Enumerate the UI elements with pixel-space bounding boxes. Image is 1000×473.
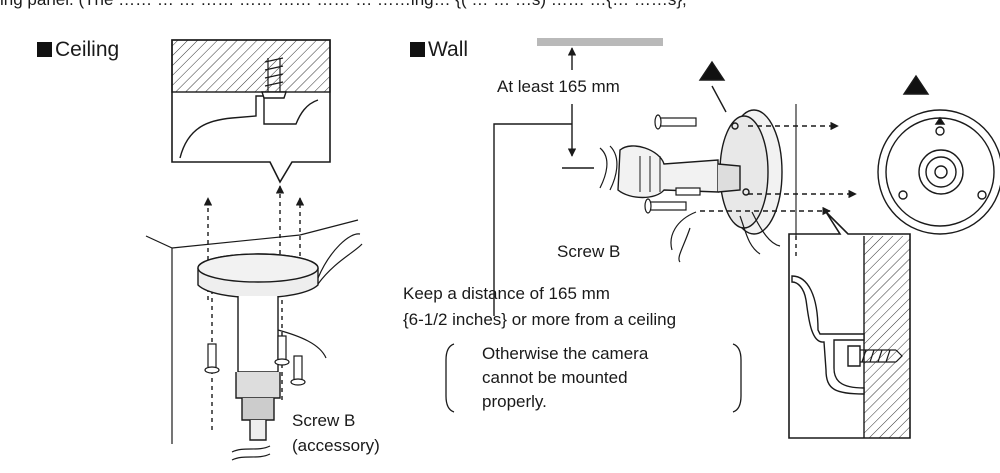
wall-title-text: Wall [428,38,469,61]
wall-bracket-line3: properly. [482,392,547,411]
wall-title: Wall [410,38,468,62]
ceiling-title: Ceiling [37,38,119,62]
mount-front-view [877,109,1000,235]
ceiling-diagram [145,39,363,461]
wall-screw-label: Screw B [557,242,621,261]
square-bullet-icon [37,42,52,57]
ceiling-detail-callout [171,39,331,184]
wall-diagram [445,38,1000,439]
ceiling-screw-note: (accessory) [292,436,380,455]
distance-label: At least 165 mm [495,77,622,97]
ceiling-bar [537,38,663,46]
wall-note-line1: Keep a distance of 165 mm [403,284,610,303]
top-cut-text: ing panel. (The …… … … …… …… …… …… … ……i… [0,0,1000,10]
wall-note-line2: {6-1/2 inches} or more from a ceiling [403,310,677,329]
wall-bracket-line1: Otherwise the camera [482,344,649,363]
wall-bracket-line2: cannot be mounted [482,368,628,387]
ceiling-title-text: Ceiling [55,38,120,61]
wall-detail-callout [788,211,911,439]
square-bullet-icon [410,42,425,57]
ceiling-screw-label: Screw B [292,411,356,430]
